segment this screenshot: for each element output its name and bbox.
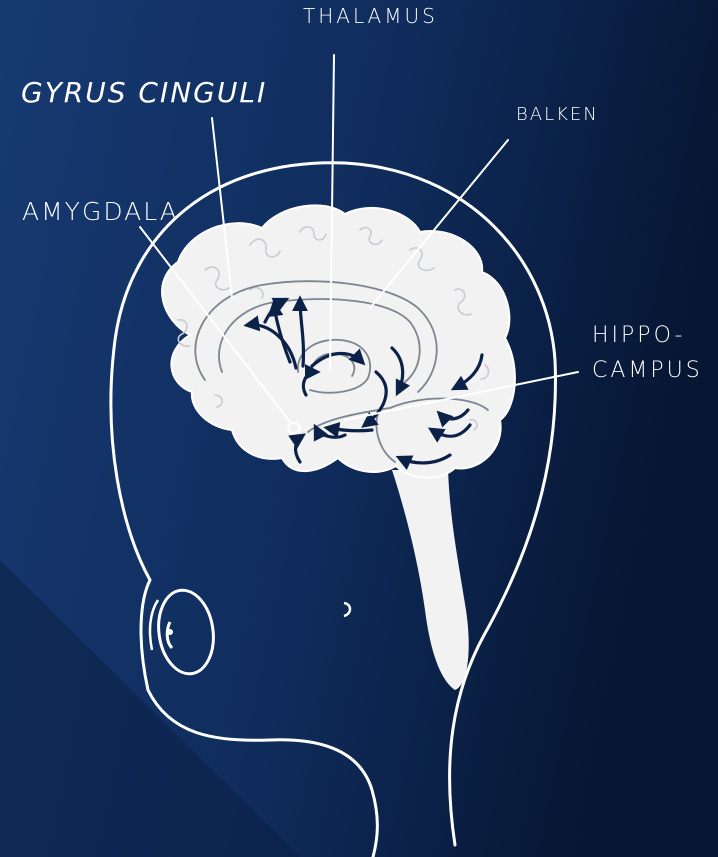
- label-gyrus-cinguli: GYRUS CINGULI: [21, 76, 267, 109]
- label-hippocampus: HIPPO- CAMPUS: [592, 318, 703, 388]
- label-amygdala: AMYGDALA: [22, 197, 179, 226]
- label-hippocampus-line2: CAMPUS: [592, 353, 703, 388]
- label-thalamus: THALAMUS: [303, 4, 438, 28]
- label-hippocampus-line1: HIPPO-: [592, 318, 703, 353]
- label-balken: BALKEN: [516, 104, 599, 125]
